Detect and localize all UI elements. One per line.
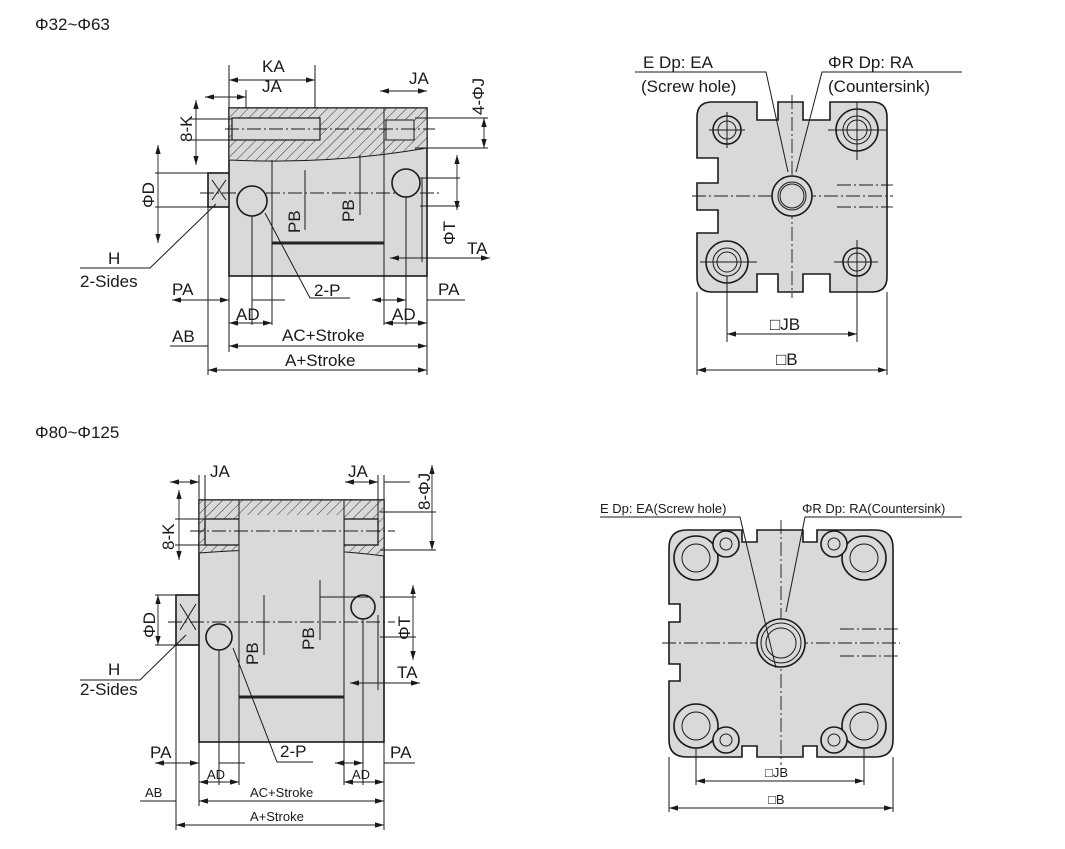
label-k: 8-K [177, 115, 196, 142]
label-ja-right: JA [348, 462, 369, 481]
section-title: Φ80~Φ125 [35, 423, 119, 442]
label-pa-left: PA [150, 743, 172, 762]
label-ad-right: AD [352, 767, 370, 782]
label-screw-hole: E Dp: EA(Screw hole) [600, 501, 726, 516]
label-2-p: 2-P [280, 742, 306, 761]
label-pb-1: PB [243, 642, 262, 665]
rod-boss [175, 594, 201, 646]
label-ja-left: JA [262, 77, 283, 96]
label-2-sides: 2-Sides [80, 272, 138, 291]
label-ja-right: JA [409, 69, 430, 88]
label-pb-1: PB [285, 210, 304, 233]
section-title: Φ32~Φ63 [35, 15, 110, 34]
label-k: 8-K [159, 523, 178, 550]
label-t: ΦT [440, 221, 459, 245]
label-h: H [108, 249, 120, 268]
label-ad-left: AD [236, 305, 260, 324]
end-view-small: E Dp: EA (Screw hole) ΦR Dp: RA (Counter… [635, 53, 962, 375]
label-jb: □JB [765, 765, 788, 780]
label-countersink: ΦR Dp: RA [828, 53, 914, 72]
side-view-small: KA JA JA 4-ΦJ 8-K ΦD PB PB ΦT TA H 2-Sid… [80, 57, 490, 375]
label-ka: KA [262, 57, 285, 76]
end-view-large: E Dp: EA(Screw hole) ΦR Dp: RA(Countersi… [600, 501, 962, 812]
label-b: □B [768, 792, 785, 807]
label-ja-left: JA [210, 462, 231, 481]
label-ab: AB [172, 327, 195, 346]
label-t: ΦT [395, 616, 414, 640]
label-ta: TA [467, 239, 488, 258]
label-pb-2: PB [299, 627, 318, 650]
label-d: ΦD [140, 612, 159, 638]
label-pa-right: PA [438, 280, 460, 299]
label-ac-stroke: AC+Stroke [282, 326, 365, 345]
label-j: 4-ΦJ [469, 78, 488, 115]
label-pa-right: PA [390, 743, 412, 762]
label-a-stroke: A+Stroke [285, 351, 355, 370]
label-countersink-sub: (Countersink) [828, 77, 930, 96]
label-countersink: ΦR Dp: RA(Countersink) [802, 501, 945, 516]
label-ta: TA [397, 663, 418, 682]
label-d: ΦD [139, 182, 158, 208]
label-ad-left: AD [207, 767, 225, 782]
label-ac-stroke: AC+Stroke [250, 785, 313, 800]
label-jb: □JB [770, 315, 800, 334]
label-b: □B [776, 350, 798, 369]
label-screw-hole-sub: (Screw hole) [641, 77, 736, 96]
side-view-large: JA JA 8-ΦJ 8-K ΦD PB PB ΦT TA H 2-Sides … [80, 462, 436, 830]
label-pa-left: PA [172, 280, 194, 299]
label-j: 8-ΦJ [415, 473, 434, 510]
label-a-stroke: A+Stroke [250, 809, 304, 824]
label-2-sides: 2-Sides [80, 680, 138, 699]
label-h: H [108, 660, 120, 679]
label-pb-2: PB [339, 199, 358, 222]
label-ab: AB [145, 785, 162, 800]
label-ad-right: AD [392, 305, 416, 324]
label-screw-hole: E Dp: EA [643, 53, 714, 72]
label-2-p: 2-P [314, 281, 340, 300]
